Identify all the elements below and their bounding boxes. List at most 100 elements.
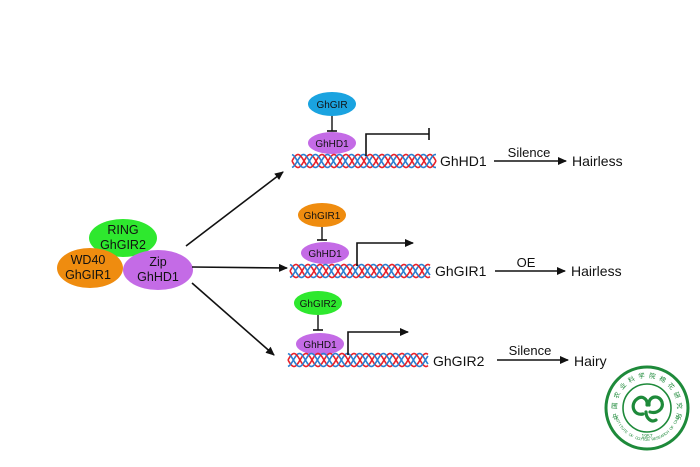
logo-ring-char: 研 [672,391,682,401]
logo-ring-char: 所 [673,412,684,421]
wd40-label: WD40 [71,253,106,267]
pathway-1: GhGIR GhHD1 GhHD1 Silence Hairless [291,92,623,169]
logo-ring-char: C [634,436,638,441]
logo-ring-char: S [656,436,660,441]
logo-ring-char: E [624,430,629,435]
ghhd1-target-label-1: GhHD1 [315,139,349,150]
action-label-2: OE [517,255,536,270]
gene-label-3: GhGIR2 [433,353,485,369]
zip-ghhd1-oval [123,250,193,290]
logo-ring-char: R [662,433,667,438]
ghgir2-oval [294,291,342,315]
logo-ring-char: R [651,437,655,441]
protein-complex: RING GhGIR2 WD40 GhGIR1 Zip GhHD1 [57,219,193,290]
logo-ring-char: H [666,430,671,435]
logo-ring-char: N [647,438,650,442]
logo-ring-char: O [628,433,633,438]
dna-strand [291,153,437,169]
dna-strand [291,153,437,169]
pathway-2: GhGIR1 GhHD1 GhGIR1 OE Hairless [289,203,622,279]
phenotype-label-2: Hairless [571,263,622,279]
ring-ghgir2-oval [89,219,157,257]
logo-ring-char: U [620,427,625,432]
gene-label-1: GhHD1 [440,153,487,169]
branch-arrow-middle [191,263,288,272]
logo-ring-char: T [619,425,624,430]
logo-ring-char: 花 [666,381,677,392]
logo-ring-char: 国 [611,402,619,409]
logo-ring-char: I [614,415,618,417]
logo-ring-char: C [664,431,669,436]
logo-ring-char: F [670,424,675,429]
ghgir2-label: GhGIR2 [300,299,337,310]
logo-ring-char: E [658,435,662,440]
ghgir2-complex-label: GhGIR2 [100,238,146,252]
ring-label: RING [107,223,138,237]
zip-label: Zip [149,255,166,269]
logo-ring-char: O [637,437,641,442]
logo-ring-char: 院 [648,371,656,381]
phenotype-label-3: Hairy [574,353,607,369]
pathway-3: GhGIR2 GhHD1 GhGIR2 Silence Hairy [287,291,607,369]
dna-strand [289,263,431,279]
wd40-ghgir1-oval [57,248,123,288]
ghhd1-complex-label: GhHD1 [137,270,179,284]
logo-ring-char: T [642,438,645,442]
logo-ring-char: O [644,438,647,442]
phenotype-label-1: Hairless [572,153,623,169]
logo-ring-char: F [630,434,635,439]
logo-ring-char: A [674,418,679,422]
transcription-arrow-3 [347,328,409,355]
logo-ring-char: 棉 [658,374,668,385]
logo-ring-char: I [618,424,622,427]
action-label-1: Silence [508,145,551,160]
ghgir1-oval [298,203,346,227]
dna-helix-2 [289,263,431,279]
logo-ring-char: T [640,437,644,441]
transcription-arrow-2 [356,239,414,266]
logo-ring-char: S [676,414,681,418]
dna-strand [289,263,431,279]
logo-ring-char: 学 [638,371,646,381]
ghgir1-complex-label: GhGIR1 [65,268,111,282]
logo-ring-char: 科 [626,373,636,384]
logo-ring-char: T [616,421,621,426]
dna-strand [291,153,437,169]
logo-ring-char: 业 [617,380,628,391]
ghgir-label: GhGIR [316,100,347,111]
logo-ring-char: A [675,416,680,420]
ghhd1-target-oval-2 [301,242,349,264]
logo-ring-char: C [673,421,678,426]
logo-year: 1957 [641,434,652,440]
blocked-transcription-arrow [365,133,429,156]
logo-ring-char: A [660,434,665,439]
logo-ring-char: T [622,428,627,433]
logo-ring-char: 究 [675,402,684,410]
dna-helix-3 [287,352,429,368]
logo-ring-char: 农 [611,390,622,400]
action-label-3: Silence [509,343,552,358]
dna-strand [287,352,429,368]
logo-ring-char: N [614,417,619,421]
dna-strand [287,352,429,368]
ghgir1-label: GhGIR1 [304,211,341,222]
ghhd1-target-label-3: GhHD1 [303,340,337,351]
ghgir-oval [308,92,356,116]
cotton-emblem-icon [631,395,664,423]
gene-label-2: GhGIR1 [435,263,487,279]
logo-ring-char: 中 [610,412,620,421]
branch-arrow-bottom [191,282,275,356]
ghhd1-target-oval-1 [308,132,356,154]
ghhd1-target-label-2: GhHD1 [308,249,342,260]
branch-arrows [185,171,288,356]
logo-ring-char: E [654,437,658,442]
logo-ring-char: S [615,419,620,423]
logo-ring-char: O [669,426,674,431]
branch-arrow-top [185,171,284,247]
dna-helix-1 [291,153,437,169]
ghhd1-target-oval-3 [296,333,344,355]
logo-inner-ring [622,383,672,433]
